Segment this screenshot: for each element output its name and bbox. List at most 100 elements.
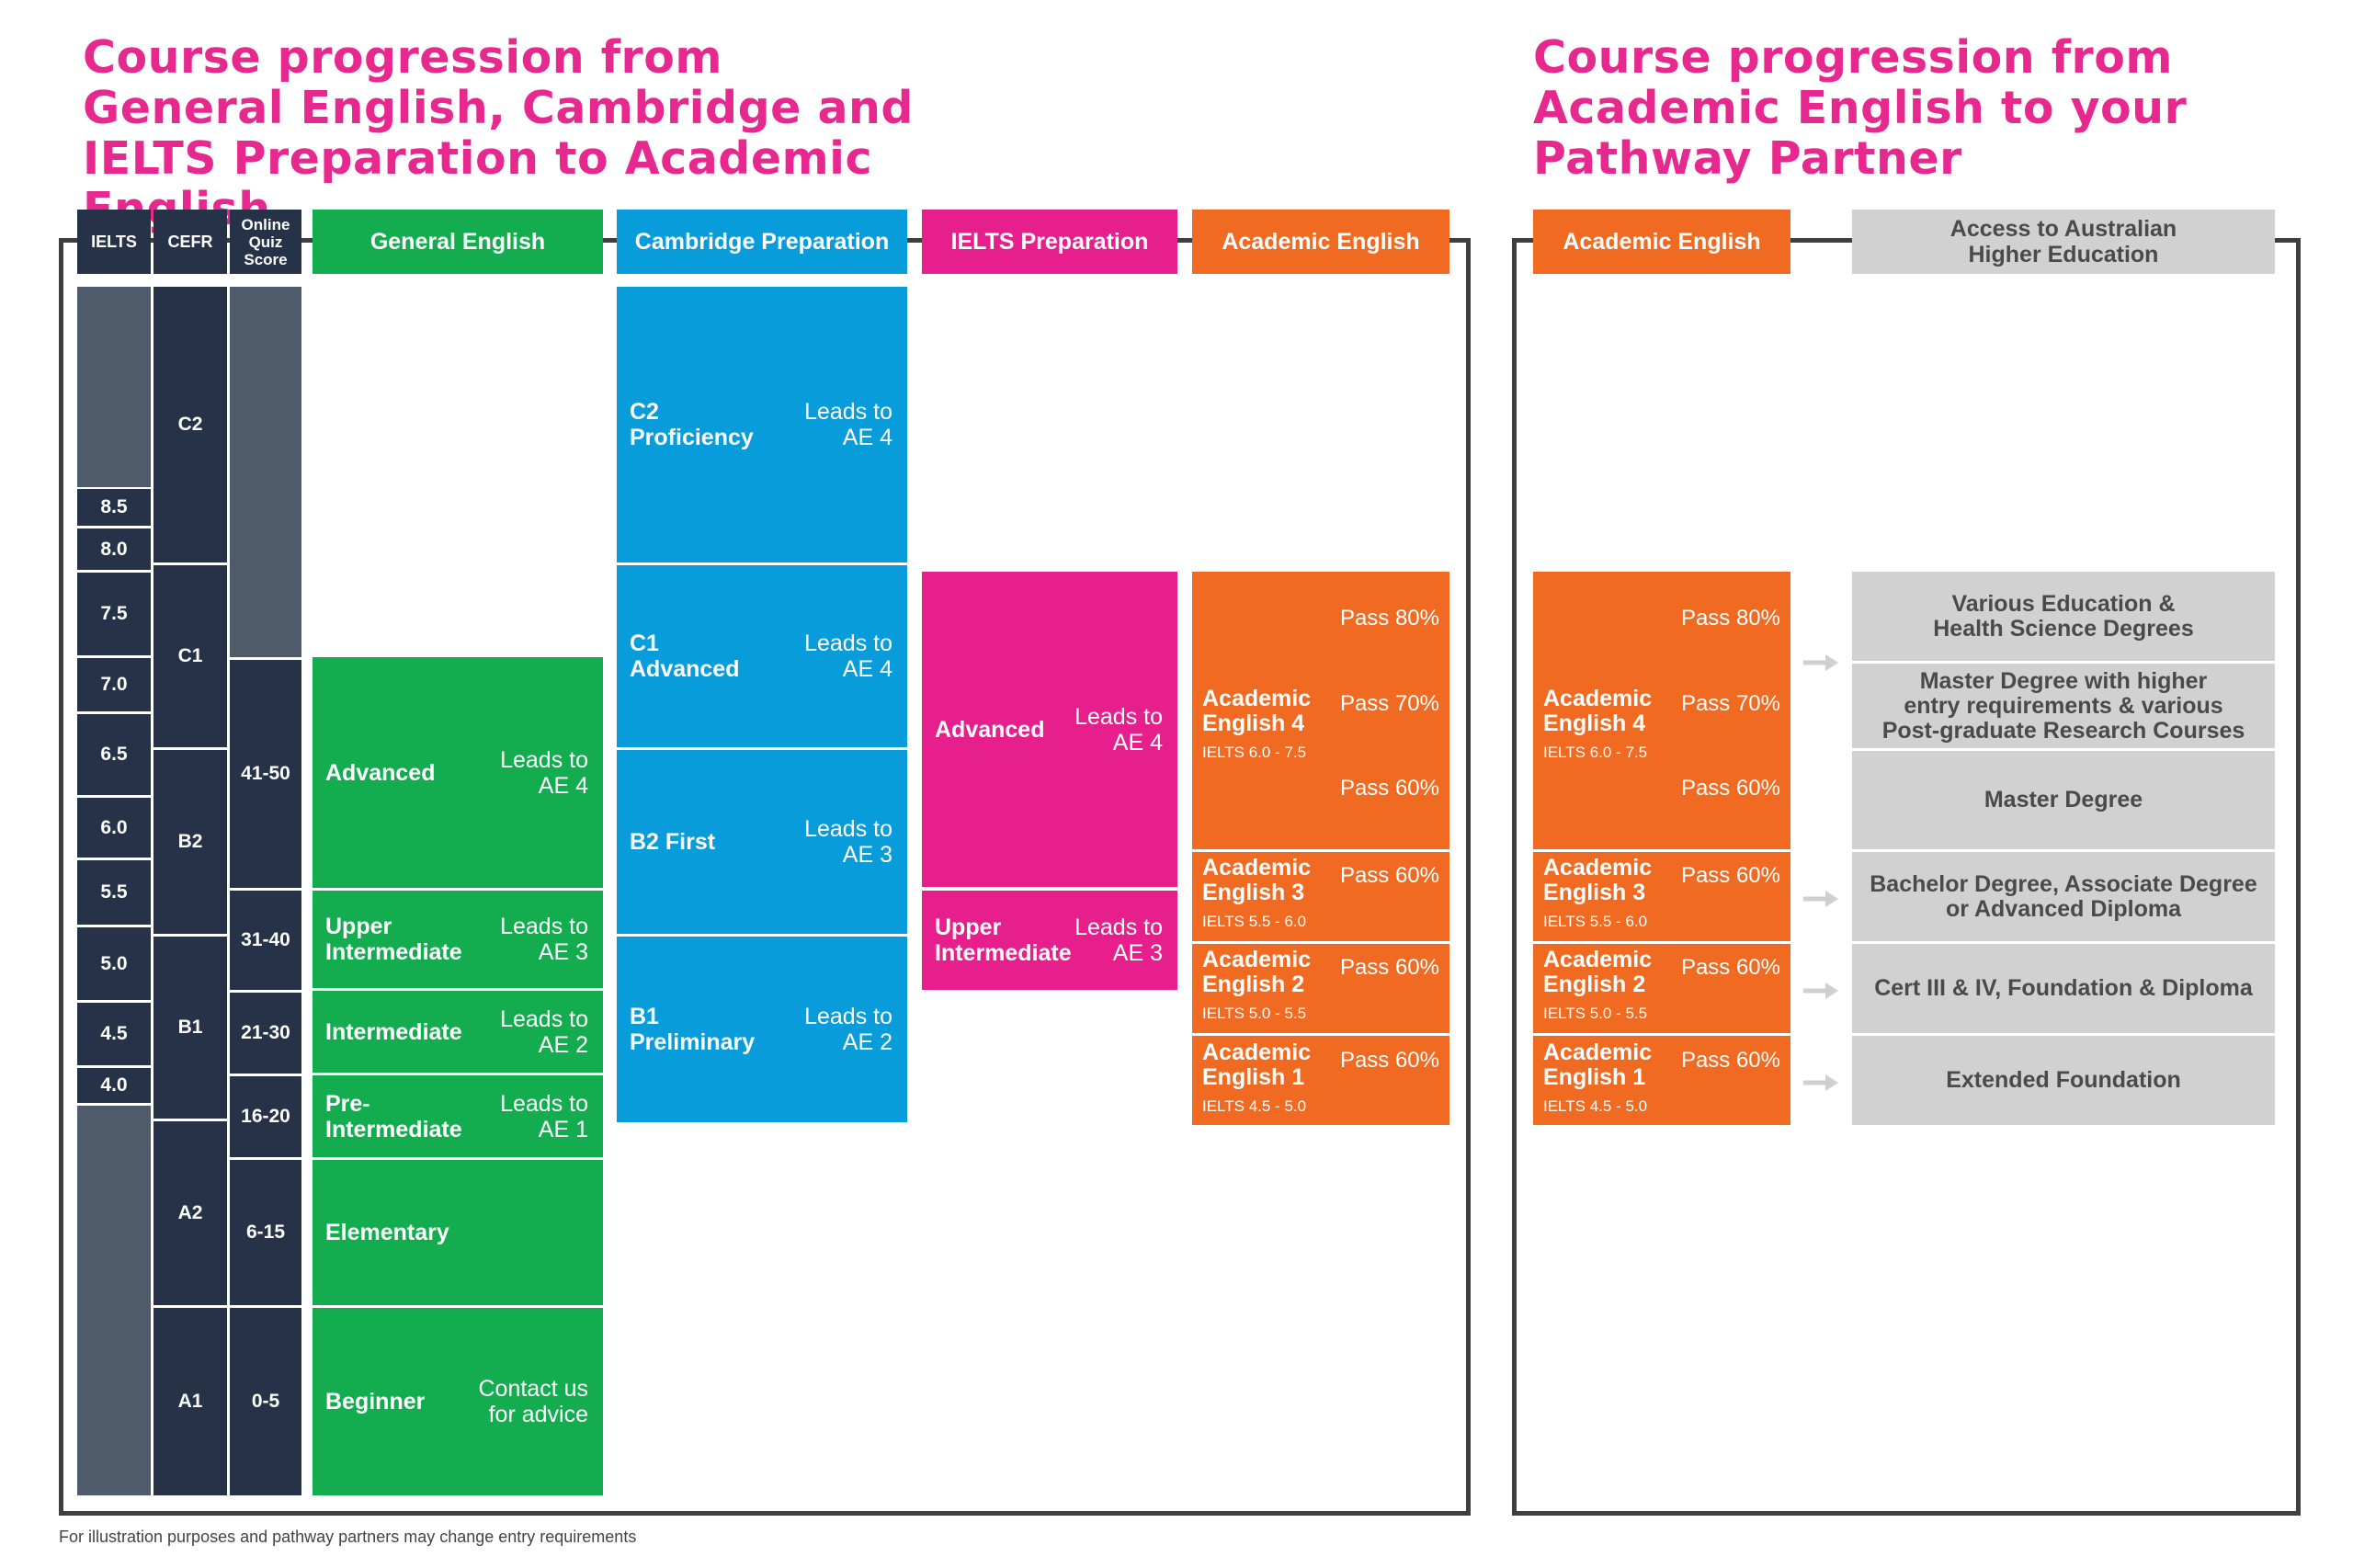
ielts-range: IELTS 5.5 - 6.0 bbox=[1202, 913, 1307, 930]
course-name: B1 Preliminary bbox=[630, 1004, 756, 1055]
course-name: Academic English 3 bbox=[1543, 855, 1653, 905]
quiz-0-5: 0-5 bbox=[230, 1308, 301, 1495]
course-name: Academic English 3 bbox=[1202, 855, 1312, 905]
course-name: Upper Intermediate bbox=[935, 915, 1072, 966]
academic-english-header: Academic English bbox=[1192, 210, 1449, 274]
course-name: B2 First bbox=[630, 829, 716, 855]
pass-80: Pass 80% bbox=[1680, 606, 1780, 631]
ielts-score-6-0: 6.0 bbox=[77, 798, 151, 858]
right-academic-english-1: Academic English 1 IELTS 4.5 - 5.0 Pass … bbox=[1533, 1036, 1790, 1125]
quiz-6-15: 6-15 bbox=[230, 1160, 301, 1305]
pass-60: Pass 60% bbox=[1680, 776, 1780, 801]
pass-70: Pass 70% bbox=[1680, 691, 1780, 716]
course-name: Academic English 4 bbox=[1543, 686, 1653, 736]
left-title-line-3: IELTS Preparation to Academic English bbox=[83, 132, 872, 234]
ielts-prep-advanced: Advanced Leads to AE 4 bbox=[922, 572, 1177, 887]
destination-master-higher-entry: Master Degree with higher entry requirem… bbox=[1852, 664, 2275, 748]
course-name: Elementary bbox=[325, 1220, 449, 1245]
course-name: Academic English 4 bbox=[1202, 686, 1312, 736]
general-english-pre-intermediate: Pre- Intermediate Leads to AE 1 bbox=[313, 1075, 603, 1157]
leads-to-text: Contact us for advice bbox=[478, 1376, 588, 1427]
quiz-31-40: 31-40 bbox=[230, 891, 301, 990]
general-english-beginner: Beginner Contact us for advice bbox=[313, 1308, 603, 1495]
academic-english-4: Academic English 4 IELTS 6.0 - 7.5 Pass … bbox=[1192, 572, 1449, 849]
leads-to-text: Leads to AE 4 bbox=[804, 399, 892, 450]
ielts-range: IELTS 6.0 - 7.5 bbox=[1543, 744, 1648, 761]
arrow-icon-ae2 bbox=[1803, 983, 1838, 999]
course-name: Advanced bbox=[325, 759, 436, 786]
ielts-range: IELTS 4.5 - 5.0 bbox=[1543, 1097, 1648, 1115]
right-academic-english-4: Academic English 4 IELTS 6.0 - 7.5 Pass … bbox=[1533, 572, 1790, 849]
footnote: For illustration purposes and pathway pa… bbox=[59, 1528, 637, 1546]
destination-bachelor-degree: Bachelor Degree, Associate Degree or Adv… bbox=[1852, 852, 2275, 941]
arrow-icon-ae3 bbox=[1803, 891, 1838, 907]
course-name: Beginner bbox=[325, 1389, 426, 1415]
pass-80: Pass 80% bbox=[1339, 606, 1439, 631]
right-title-line-3: Pathway Partner bbox=[1533, 132, 1962, 185]
destination-master-degree: Master Degree bbox=[1852, 751, 2275, 849]
leads-to-text: Leads to AE 3 bbox=[1074, 915, 1163, 966]
cefr-a2: A2 bbox=[153, 1121, 227, 1305]
ielts-score-7-5: 7.5 bbox=[77, 573, 151, 655]
left-title: Course progression from General English,… bbox=[83, 32, 1002, 234]
right-academic-english-header: Academic English bbox=[1533, 210, 1790, 274]
course-name: Intermediate bbox=[325, 1018, 462, 1045]
course-name: Advanced bbox=[935, 716, 1045, 743]
ielts-score-5-0: 5.0 bbox=[77, 927, 151, 1000]
left-title-line-1: Course progression from bbox=[83, 31, 722, 84]
leads-to-text: Leads to AE 2 bbox=[500, 1006, 588, 1058]
leads-to-text: Leads to AE 4 bbox=[500, 746, 588, 799]
pass-60: Pass 60% bbox=[1680, 955, 1780, 980]
ielts-range: IELTS 5.0 - 5.5 bbox=[1202, 1005, 1307, 1022]
ielts-range: IELTS 6.0 - 7.5 bbox=[1202, 744, 1307, 761]
destination-extended-foundation: Extended Foundation bbox=[1852, 1036, 2275, 1125]
course-name: C1 Advanced bbox=[630, 631, 740, 682]
leads-to-text: Leads to AE 3 bbox=[500, 914, 588, 965]
ielts-column-header: IELTS bbox=[77, 210, 151, 274]
right-title-line-2: Academic English to your bbox=[1533, 82, 2188, 134]
destination-cert-foundation-diploma: Cert III & IV, Foundation & Diploma bbox=[1852, 944, 2275, 1033]
ielts-score-4-5: 4.5 bbox=[77, 1003, 151, 1065]
ielts-range: IELTS 5.0 - 5.5 bbox=[1543, 1005, 1648, 1022]
pass-60: Pass 60% bbox=[1339, 776, 1439, 801]
leads-to-text: Leads to AE 2 bbox=[804, 1004, 892, 1055]
left-title-line-2: General English, Cambridge and bbox=[83, 82, 914, 134]
cambridge-b1-preliminary: B1 Preliminary Leads to AE 2 bbox=[617, 937, 907, 1122]
course-name: Academic English 2 bbox=[1202, 947, 1312, 997]
general-english-upper-intermediate: Upper Intermediate Leads to AE 3 bbox=[313, 891, 603, 988]
right-academic-english-2: Academic English 2 IELTS 5.0 - 5.5 Pass … bbox=[1533, 944, 1790, 1033]
leads-to-text: Leads to AE 4 bbox=[804, 631, 892, 682]
ielts-range: IELTS 5.5 - 6.0 bbox=[1543, 913, 1648, 930]
general-english-header: General English bbox=[313, 210, 603, 274]
general-english-advanced: Advanced Leads to AE 4 bbox=[313, 657, 603, 888]
cefr-b1: B1 bbox=[153, 937, 227, 1119]
cefr-b2: B2 bbox=[153, 750, 227, 934]
course-name: Academic English 1 bbox=[1543, 1040, 1653, 1090]
destination-various-education: Various Education & Health Science Degre… bbox=[1852, 572, 2275, 661]
cambridge-c2-proficiency: C2 Proficiency Leads to AE 4 bbox=[617, 287, 907, 562]
cefr-a1: A1 bbox=[153, 1308, 227, 1495]
quiz-16-20: 16-20 bbox=[230, 1076, 301, 1157]
cefr-c2: C2 bbox=[153, 287, 227, 562]
pass-60: Pass 60% bbox=[1339, 955, 1439, 980]
ielts-score-8-0: 8.0 bbox=[77, 528, 151, 570]
ielts-score-5-5: 5.5 bbox=[77, 860, 151, 925]
arrow-icon-ae1 bbox=[1803, 1074, 1838, 1091]
ielts-bar-bottom bbox=[77, 1106, 151, 1495]
quiz-21-30: 21-30 bbox=[230, 993, 301, 1074]
ielts-score-8-5: 8.5 bbox=[77, 489, 151, 526]
course-name: C2 Proficiency bbox=[630, 399, 754, 450]
pass-60: Pass 60% bbox=[1680, 863, 1780, 888]
cambridge-b2-first: B2 First Leads to AE 3 bbox=[617, 750, 907, 934]
quiz-bar-top bbox=[230, 287, 301, 657]
access-higher-education-header: Access to Australian Higher Education bbox=[1852, 210, 2275, 274]
right-academic-english-3: Academic English 3 IELTS 5.5 - 6.0 Pass … bbox=[1533, 852, 1790, 941]
academic-english-3: Academic English 3 IELTS 5.5 - 6.0 Pass … bbox=[1192, 852, 1449, 941]
pass-60: Pass 60% bbox=[1339, 863, 1439, 888]
ielts-prep-header: IELTS Preparation bbox=[922, 210, 1177, 274]
leads-to-text: Leads to AE 3 bbox=[804, 816, 892, 868]
right-title-line-1: Course progression from bbox=[1533, 31, 2173, 84]
ielts-score-7-0: 7.0 bbox=[77, 658, 151, 711]
cambridge-header: Cambridge Preparation bbox=[617, 210, 907, 274]
academic-english-1: Academic English 1 IELTS 4.5 - 5.0 Pass … bbox=[1192, 1036, 1449, 1125]
